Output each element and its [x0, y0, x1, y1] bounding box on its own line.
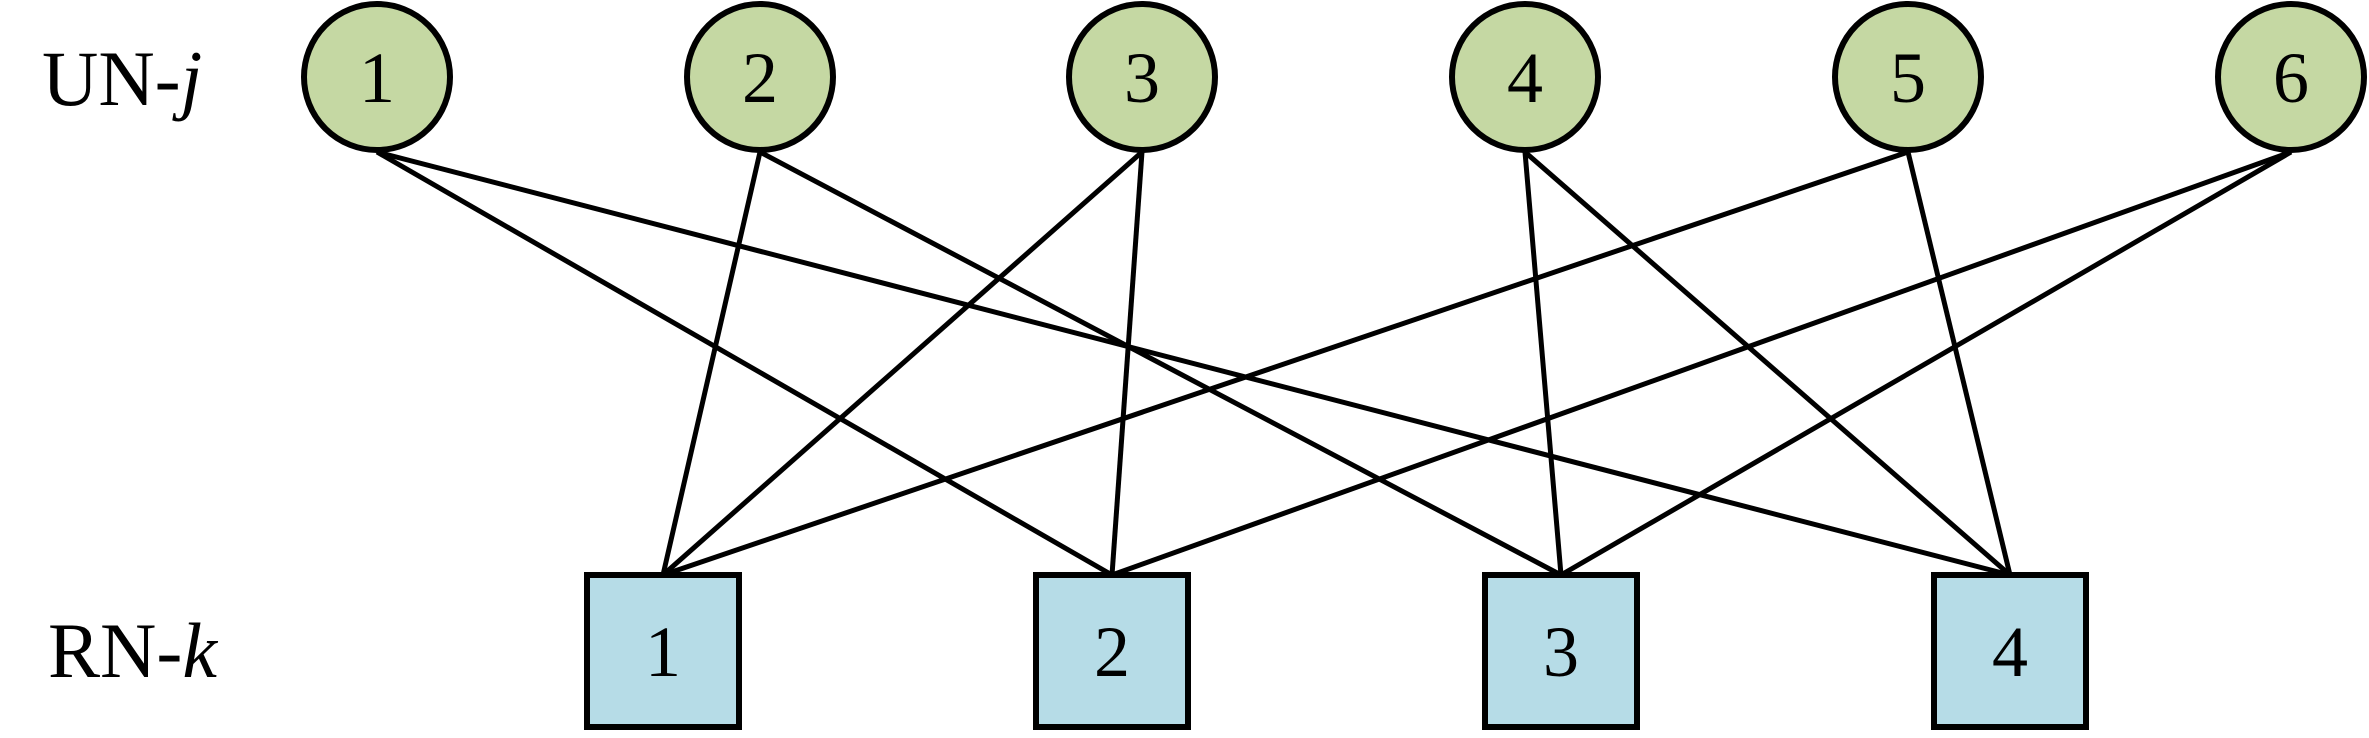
rn-node-3: 3 [1482, 572, 1640, 730]
un-node-circle [1066, 1, 1218, 153]
edge-un5-rn4 [1905, 151, 2013, 576]
un-node-label: 5 [1890, 38, 1926, 118]
un-node-label: 3 [1124, 38, 1160, 118]
edge-un4-rn4 [1523, 150, 2012, 577]
un-node-1: 1 [301, 1, 453, 153]
un-label-prefix: UN- [42, 35, 181, 122]
rn-node-square [1033, 572, 1191, 730]
edge-un3-rn2 [1109, 151, 1145, 576]
rn-node-square [584, 572, 742, 730]
un-node-2: 2 [684, 1, 836, 153]
edge-un1-rn2 [375, 149, 1114, 578]
edge-un2-rn3 [758, 149, 1563, 578]
rn-label-variable: k [182, 607, 217, 694]
un-row-label: UN-j [42, 40, 202, 118]
edge-un3-rn1 [661, 150, 1144, 577]
un-node-label: 4 [1507, 38, 1543, 118]
rn-node-2: 2 [1033, 572, 1191, 730]
un-node-circle [1449, 1, 1601, 153]
nodes-layer: 1 2 3 4 5 6 1 2 3 4 [301, 1, 2367, 730]
edge-un2-rn1 [660, 151, 763, 576]
rn-label-prefix: RN- [48, 607, 183, 694]
edge-un5-rn1 [662, 149, 1909, 578]
un-node-label: 1 [359, 38, 395, 118]
rn-node-label: 4 [1992, 612, 2028, 692]
rn-node-square [1931, 572, 2089, 730]
edge-un1-rn4 [376, 149, 2011, 578]
rn-node-4: 4 [1931, 572, 2089, 730]
un-node-label: 6 [2273, 38, 2309, 118]
un-node-label: 2 [742, 38, 778, 118]
un-node-circle [301, 1, 453, 153]
un-node-circle [1832, 1, 1984, 153]
un-label-variable: j [180, 35, 203, 122]
un-node-4: 4 [1449, 1, 1601, 153]
edge-un4-rn3 [1522, 151, 1564, 576]
rn-node-1: 1 [584, 572, 742, 730]
un-node-3: 3 [1066, 1, 1218, 153]
un-node-circle [2215, 1, 2367, 153]
un-node-circle [684, 1, 836, 153]
rn-node-square [1482, 572, 1640, 730]
rn-row-label: RN-k [48, 612, 217, 690]
un-node-6: 6 [2215, 1, 2367, 153]
un-node-5: 5 [1832, 1, 1984, 153]
edge-un6-rn2 [1111, 149, 2292, 578]
rn-node-label: 1 [645, 612, 681, 692]
edges-layer [375, 149, 2293, 578]
rn-node-label: 3 [1543, 612, 1579, 692]
rn-node-label: 2 [1094, 612, 1130, 692]
edge-un6-rn3 [1559, 149, 2293, 578]
